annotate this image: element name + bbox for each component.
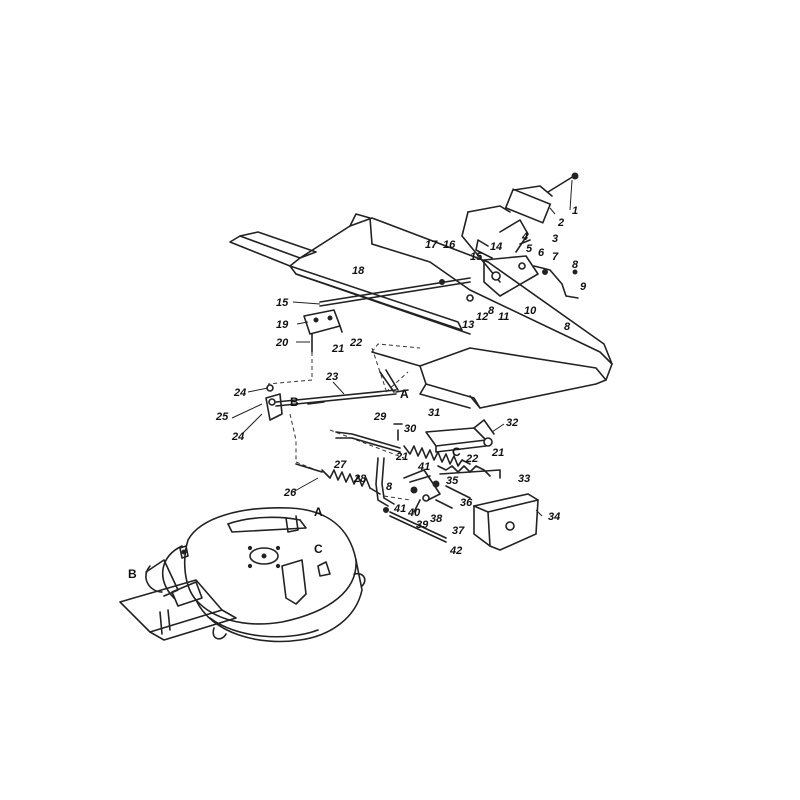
callout-4: 4 (521, 231, 528, 243)
callout-21-a: 21 (331, 343, 344, 355)
callout-8-c: 8 (488, 305, 495, 317)
callout-12: 12 (476, 311, 488, 323)
callout-41-b: 41 (393, 503, 406, 515)
leader-lines (231, 179, 573, 517)
callout-27: 27 (333, 459, 347, 471)
spring-33 (437, 465, 501, 479)
callout-13: 13 (462, 319, 474, 331)
callout-8-d: 8 (386, 481, 393, 493)
callout-B-lower: B (128, 567, 137, 581)
callout-22-b: 22 (465, 453, 478, 465)
pivot-lever-assembly (403, 469, 471, 513)
callout-17: 17 (425, 239, 438, 251)
callout-11: 11 (498, 311, 509, 323)
lift-lever-assembly (461, 172, 579, 299)
callout-24-a: 24 (233, 387, 246, 399)
callout-7: 7 (552, 251, 559, 263)
callout-28: 28 (353, 473, 367, 485)
callout-34: 34 (548, 511, 560, 523)
callout-15-a: 15 (470, 251, 483, 263)
callout-3: 3 (552, 233, 558, 245)
lift-rod (303, 277, 474, 353)
callout-21-c: 21 (395, 451, 408, 463)
callout-C-lower: C (314, 542, 323, 556)
callout-31: 31 (428, 407, 440, 419)
callout-20: 20 (275, 337, 289, 349)
callout-1: 1 (572, 205, 578, 217)
chassis-frame (229, 213, 613, 409)
connection-lines (267, 347, 411, 501)
rod-42 (383, 507, 447, 543)
callout-39: 39 (416, 519, 429, 531)
callout-38: 38 (430, 513, 443, 525)
cover-plate-34 (473, 493, 539, 551)
callout-26: 26 (283, 487, 297, 499)
spring-30 (393, 423, 471, 467)
callout-21-b: 21 (491, 447, 504, 459)
callout-16: 16 (443, 239, 456, 251)
callout-5: 5 (526, 243, 533, 255)
callout-37: 37 (452, 525, 465, 537)
callout-42: 42 (449, 545, 462, 557)
callout-32: 32 (506, 417, 518, 429)
callout-22-a: 22 (349, 337, 362, 349)
rod-27-28 (335, 431, 401, 507)
callout-30: 30 (404, 423, 417, 435)
callout-24-b: 24 (231, 431, 244, 443)
callout-labels: 1 2 3 4 5 6 7 8 9 8 10 11 8 12 13 14 15 … (128, 205, 587, 581)
callout-A-lower: A (314, 505, 323, 519)
mower-deck (119, 506, 366, 643)
callout-19: 19 (276, 319, 289, 331)
callout-25: 25 (215, 411, 229, 423)
callout-35: 35 (446, 475, 459, 487)
callout-41-a: 41 (417, 461, 430, 473)
callout-29: 29 (373, 411, 387, 423)
callout-A-upper: A (400, 387, 409, 401)
callout-10: 10 (524, 305, 537, 317)
callout-8-a: 8 (572, 259, 579, 271)
callout-8-b: 8 (564, 321, 571, 333)
callout-15-b: 15 (276, 297, 289, 309)
callout-6: 6 (538, 247, 545, 259)
callout-23: 23 (325, 371, 338, 383)
callout-14: 14 (490, 241, 502, 253)
callout-40: 40 (407, 507, 421, 519)
callout-33: 33 (518, 473, 530, 485)
callout-18: 18 (352, 265, 365, 277)
spring-26 (295, 463, 381, 495)
callout-C-upper: C (452, 445, 461, 459)
callout-9: 9 (580, 281, 587, 293)
callout-36: 36 (460, 497, 473, 509)
bracket-31 (425, 419, 495, 453)
callout-2: 2 (557, 217, 564, 229)
callout-B-upper: B (290, 395, 299, 409)
